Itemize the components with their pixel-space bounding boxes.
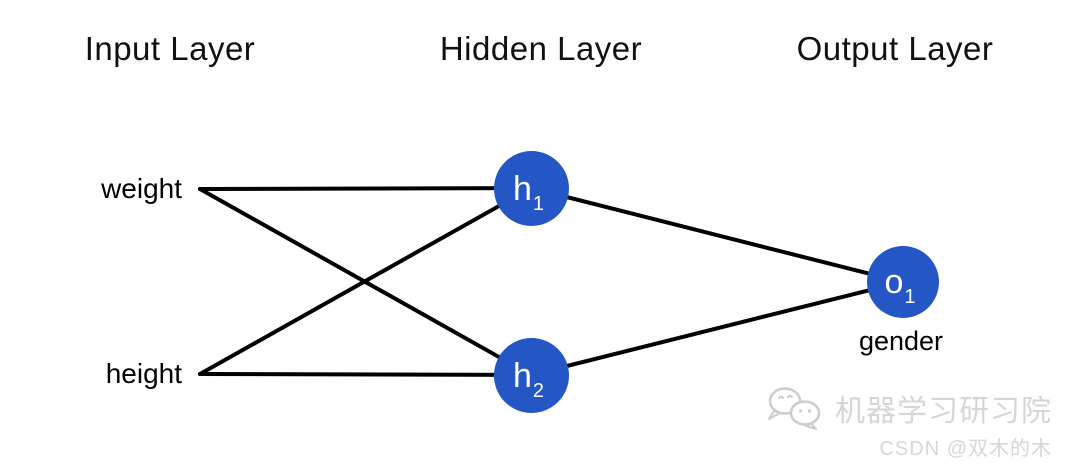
edge-height-h1 bbox=[198, 186, 533, 376]
hidden-node-h2-label: h2 bbox=[512, 356, 545, 402]
output-node-o1: o1 bbox=[867, 246, 939, 318]
hidden-layer-header: Hidden Layer bbox=[439, 30, 643, 67]
watermark-credit-text: CSDN @双木的木 bbox=[879, 438, 1052, 460]
output-node-o1-label: o1 bbox=[884, 263, 916, 308]
watermark: 机器学习研习院 CSDN @双木的木 bbox=[765, 386, 1052, 461]
edge-h1-o1 bbox=[529, 186, 904, 284]
hidden-node-h2: h2 bbox=[494, 338, 569, 413]
edge-height-h2 bbox=[198, 372, 533, 377]
watermark-brand-text: 机器学习研习院 bbox=[835, 395, 1052, 428]
wechat-icon bbox=[768, 387, 821, 430]
output-node-caption: gender bbox=[858, 326, 944, 356]
edge-weight-h1 bbox=[198, 186, 533, 191]
edge-h2-o1 bbox=[529, 280, 904, 377]
hidden-node-h1-label: h1 bbox=[512, 169, 545, 215]
output-layer-header: Output Layer bbox=[796, 30, 994, 67]
input-node-weight: weight bbox=[101, 173, 182, 204]
input-node-height: height bbox=[105, 358, 182, 389]
input-layer-header: Input Layer bbox=[84, 30, 256, 67]
hidden-node-h1: h1 bbox=[494, 151, 569, 226]
